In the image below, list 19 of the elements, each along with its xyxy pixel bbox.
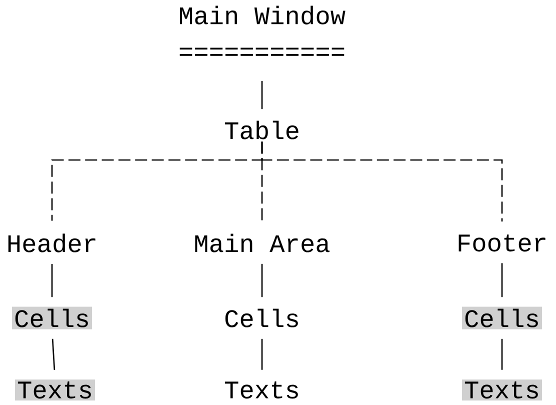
connector-line bbox=[501, 263, 503, 298]
node-label: Texts bbox=[224, 381, 298, 399]
node-label: Cells bbox=[225, 308, 298, 328]
connector-line bbox=[261, 264, 263, 298]
connector-line bbox=[52, 338, 56, 370]
connector-line bbox=[51, 264, 53, 298]
connector-line bbox=[261, 80, 263, 110]
node-label: Footer bbox=[458, 234, 546, 252]
connector-line bbox=[501, 338, 503, 370]
node-label: Table bbox=[224, 120, 298, 140]
node-label: Header bbox=[8, 234, 96, 252]
highlighted-label: Texts bbox=[15, 379, 95, 401]
highlighted-label: Texts bbox=[462, 379, 542, 401]
heading-text: Main Window =========== bbox=[180, 6, 346, 56]
connector-line bbox=[261, 142, 503, 222]
node-label: Main Area bbox=[195, 234, 330, 252]
highlighted-label: Cells bbox=[462, 306, 542, 330]
connector-line bbox=[261, 338, 263, 370]
highlighted-label: Cells bbox=[12, 306, 92, 330]
